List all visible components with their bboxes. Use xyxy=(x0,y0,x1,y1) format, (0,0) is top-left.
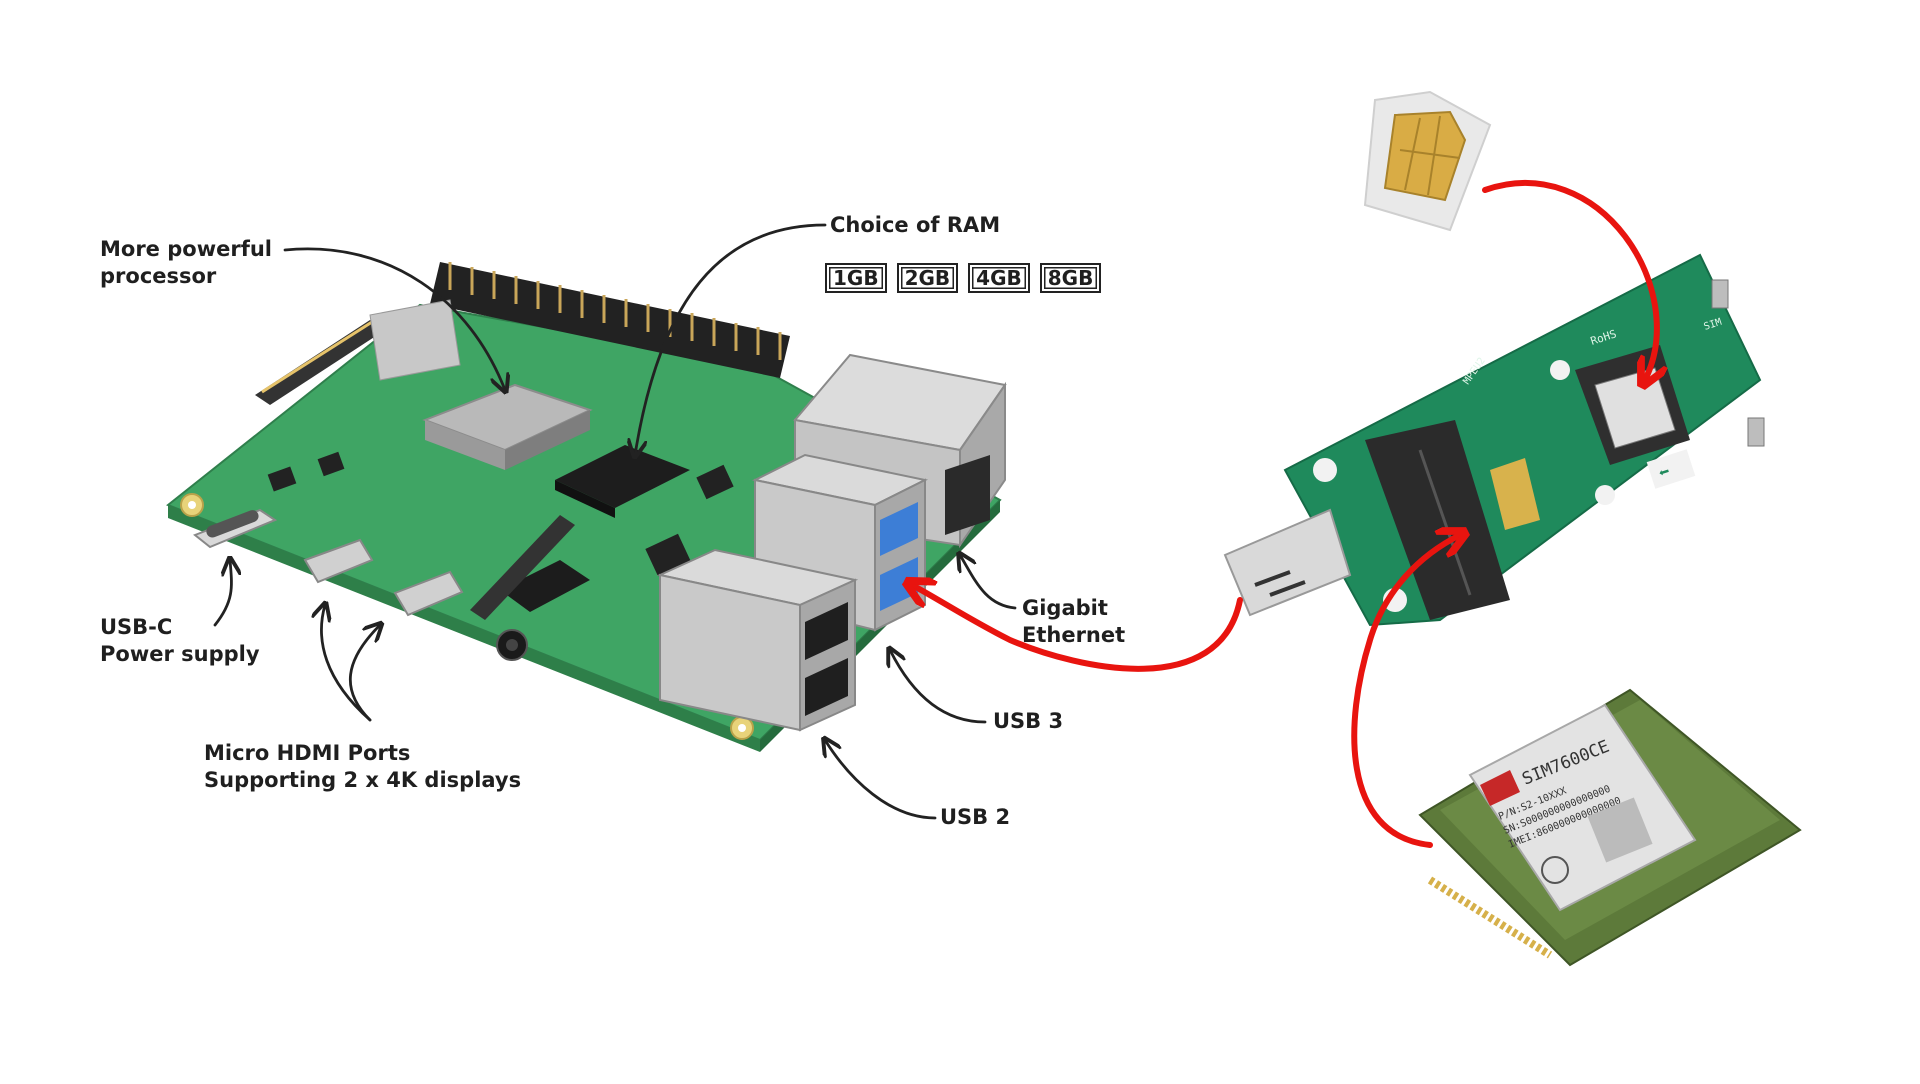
ethernet-label: Gigabit Ethernet xyxy=(1022,595,1125,649)
hdmi-label-line2: Supporting 2 x 4K displays xyxy=(204,768,522,792)
ethernet-label-line1: Gigabit xyxy=(1022,596,1108,620)
usbc-label-line2: Power supply xyxy=(100,642,260,666)
processor-chip xyxy=(422,383,593,470)
usb-c-port xyxy=(193,508,278,549)
ethernet-arrow xyxy=(960,555,1017,610)
hdmi-arrow-1 xyxy=(321,605,372,722)
hdmi-label: Micro HDMI Ports Supporting 2 x 4K displ… xyxy=(204,740,521,794)
usb2-ports xyxy=(656,548,859,732)
gpio-header xyxy=(430,262,790,378)
sim-insert-arrow xyxy=(1482,180,1657,380)
usb2-label: USB 2 xyxy=(940,805,1011,829)
hdmi-arrow-2 xyxy=(348,625,380,722)
ram-options: 1GB 2GB 4GB 8GB xyxy=(825,263,1102,293)
ram-option-2gb: 2GB xyxy=(896,263,959,293)
usbc-arrow xyxy=(213,560,231,627)
usb-dongle-arrow xyxy=(912,585,1243,672)
processor-label-line1: More powerful xyxy=(100,237,272,261)
ram-title: Choice of RAM xyxy=(830,213,1001,237)
usbc-label: USB-C Power supply xyxy=(100,614,260,668)
ram-chip xyxy=(555,445,690,518)
processor-arrow xyxy=(283,247,505,390)
ram-option-8gb: 8GB xyxy=(1039,263,1102,293)
processor-label: More powerful processor xyxy=(100,236,272,290)
connection-arrows xyxy=(912,180,1657,848)
ram-arrow xyxy=(635,223,827,455)
usbc-label-line1: USB-C xyxy=(100,615,173,639)
usb2-arrow xyxy=(825,740,937,820)
processor-label-line2: processor xyxy=(100,264,217,288)
sim-card xyxy=(1363,90,1492,232)
usb3-arrow xyxy=(890,650,987,724)
raspberry-pi-board xyxy=(166,262,1007,752)
sim-label: SIM xyxy=(1703,317,1724,333)
ethernet-label-line2: Ethernet xyxy=(1022,623,1126,647)
lte-module: SIM7600CE P/N:S2-10XXX SN:S0000000000000… xyxy=(1418,688,1802,967)
hdmi-label-line1: Micro HDMI Ports xyxy=(204,741,411,765)
module-insert-arrow xyxy=(1351,535,1460,848)
audio-jack xyxy=(496,560,590,661)
usb-adapter-board: ⬅ RoHS SIM MPEU2 xyxy=(1223,253,1765,627)
annotation-arrows xyxy=(213,223,1017,820)
ram-option-4gb: 4GB xyxy=(968,263,1030,293)
ram-option-1gb: 1GB xyxy=(825,263,887,293)
micro-hdmi-ports xyxy=(303,538,464,617)
usb3-label: USB 3 xyxy=(993,709,1064,733)
